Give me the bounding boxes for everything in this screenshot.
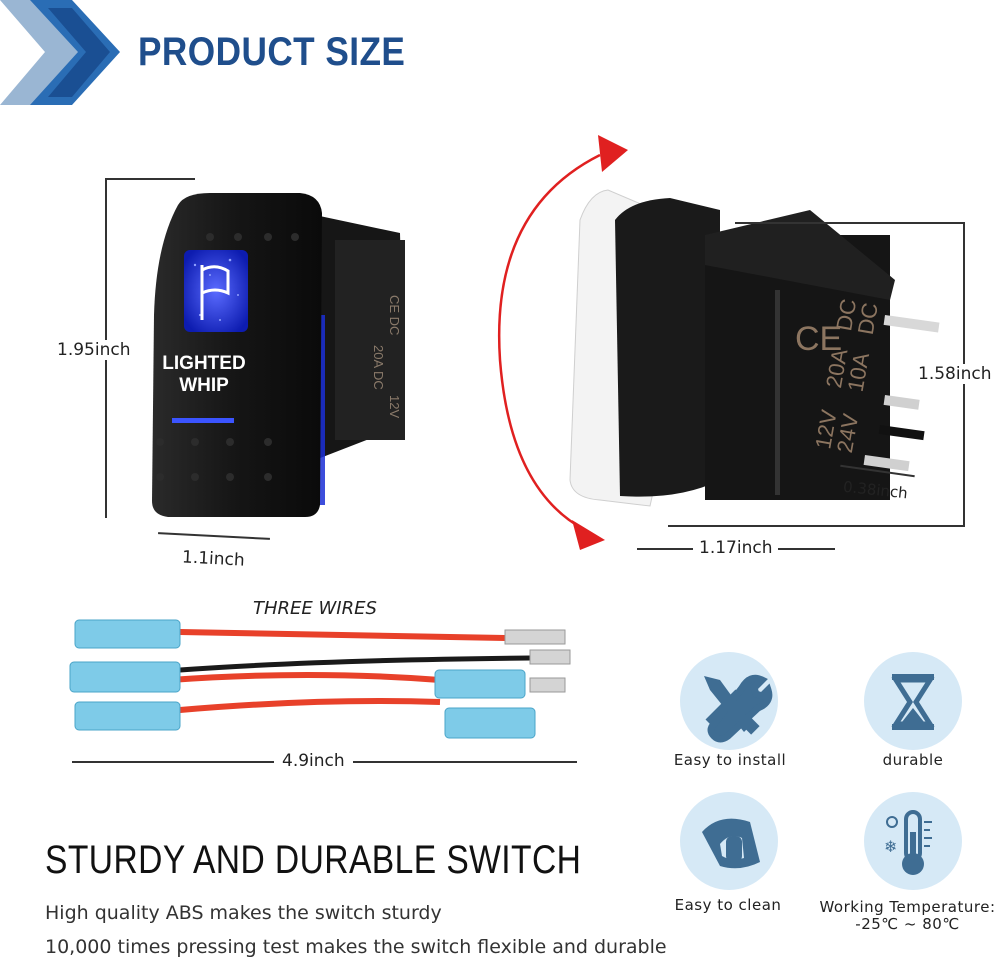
side-depth-label: 1.17inch — [693, 538, 779, 558]
wire-harness-image — [69, 619, 571, 739]
svg-text:❄: ❄ — [884, 837, 897, 856]
rocker-switch-front-image: LIGHTED WHIP CE DC 20A DC 12V — [152, 193, 405, 517]
section-line-1: High quality ABS makes the switch sturdy — [45, 902, 442, 924]
wire-length-label: 4.9inch — [274, 751, 353, 771]
svg-text:20A DC: 20A DC — [371, 345, 386, 390]
feature-durable-circle — [864, 652, 962, 750]
feature-temperature-label-line1: Working Temperature: — [819, 898, 996, 916]
side-height-label: 1.58inch — [918, 364, 992, 384]
side-height-tick-bottom — [668, 525, 965, 527]
side-ce-mark: CE — [795, 320, 842, 358]
feature-durable-label: durable — [882, 751, 944, 769]
feature-install-label: Easy to install — [673, 751, 787, 769]
svg-text:CE DC: CE DC — [387, 295, 402, 335]
front-width-label: 1.1inch — [181, 547, 246, 571]
wires-label: THREE WIRES — [253, 598, 377, 619]
cleaning-cloth-icon — [702, 818, 760, 869]
width-dimension-line — [158, 532, 270, 540]
tools-icon — [704, 674, 773, 743]
section-line-2: 10,000 times pressing test makes the swi… — [45, 936, 667, 958]
feature-temperature-label-line2: -25℃ ~ 80℃ — [855, 915, 960, 933]
front-height-label: 1.95inch — [57, 340, 131, 360]
rotation-arrow-icon — [497, 135, 628, 550]
rocker-switch-side-image: CE 12V 24V 20A 10A DC DC — [569, 189, 940, 507]
chevron-banner-icon — [0, 0, 120, 105]
section-heading: STURDY AND DURABLE SWITCH — [45, 838, 582, 882]
feature-clean-label: Easy to clean — [674, 896, 782, 914]
switch-legend-line2: WHIP — [179, 375, 229, 396]
side-rating-dc2: DC — [853, 301, 883, 337]
switch-legend-line1: LIGHTED — [162, 353, 245, 374]
height-dimension-tick-top — [105, 178, 195, 180]
thermometer-icon: ❄ — [884, 810, 932, 875]
hourglass-icon — [891, 674, 935, 730]
svg-text:12V: 12V — [387, 395, 402, 418]
side-rating-dc1: DC — [831, 297, 861, 333]
side-height-tick-top — [735, 222, 965, 224]
page-title: PRODUCT SIZE — [138, 30, 406, 74]
